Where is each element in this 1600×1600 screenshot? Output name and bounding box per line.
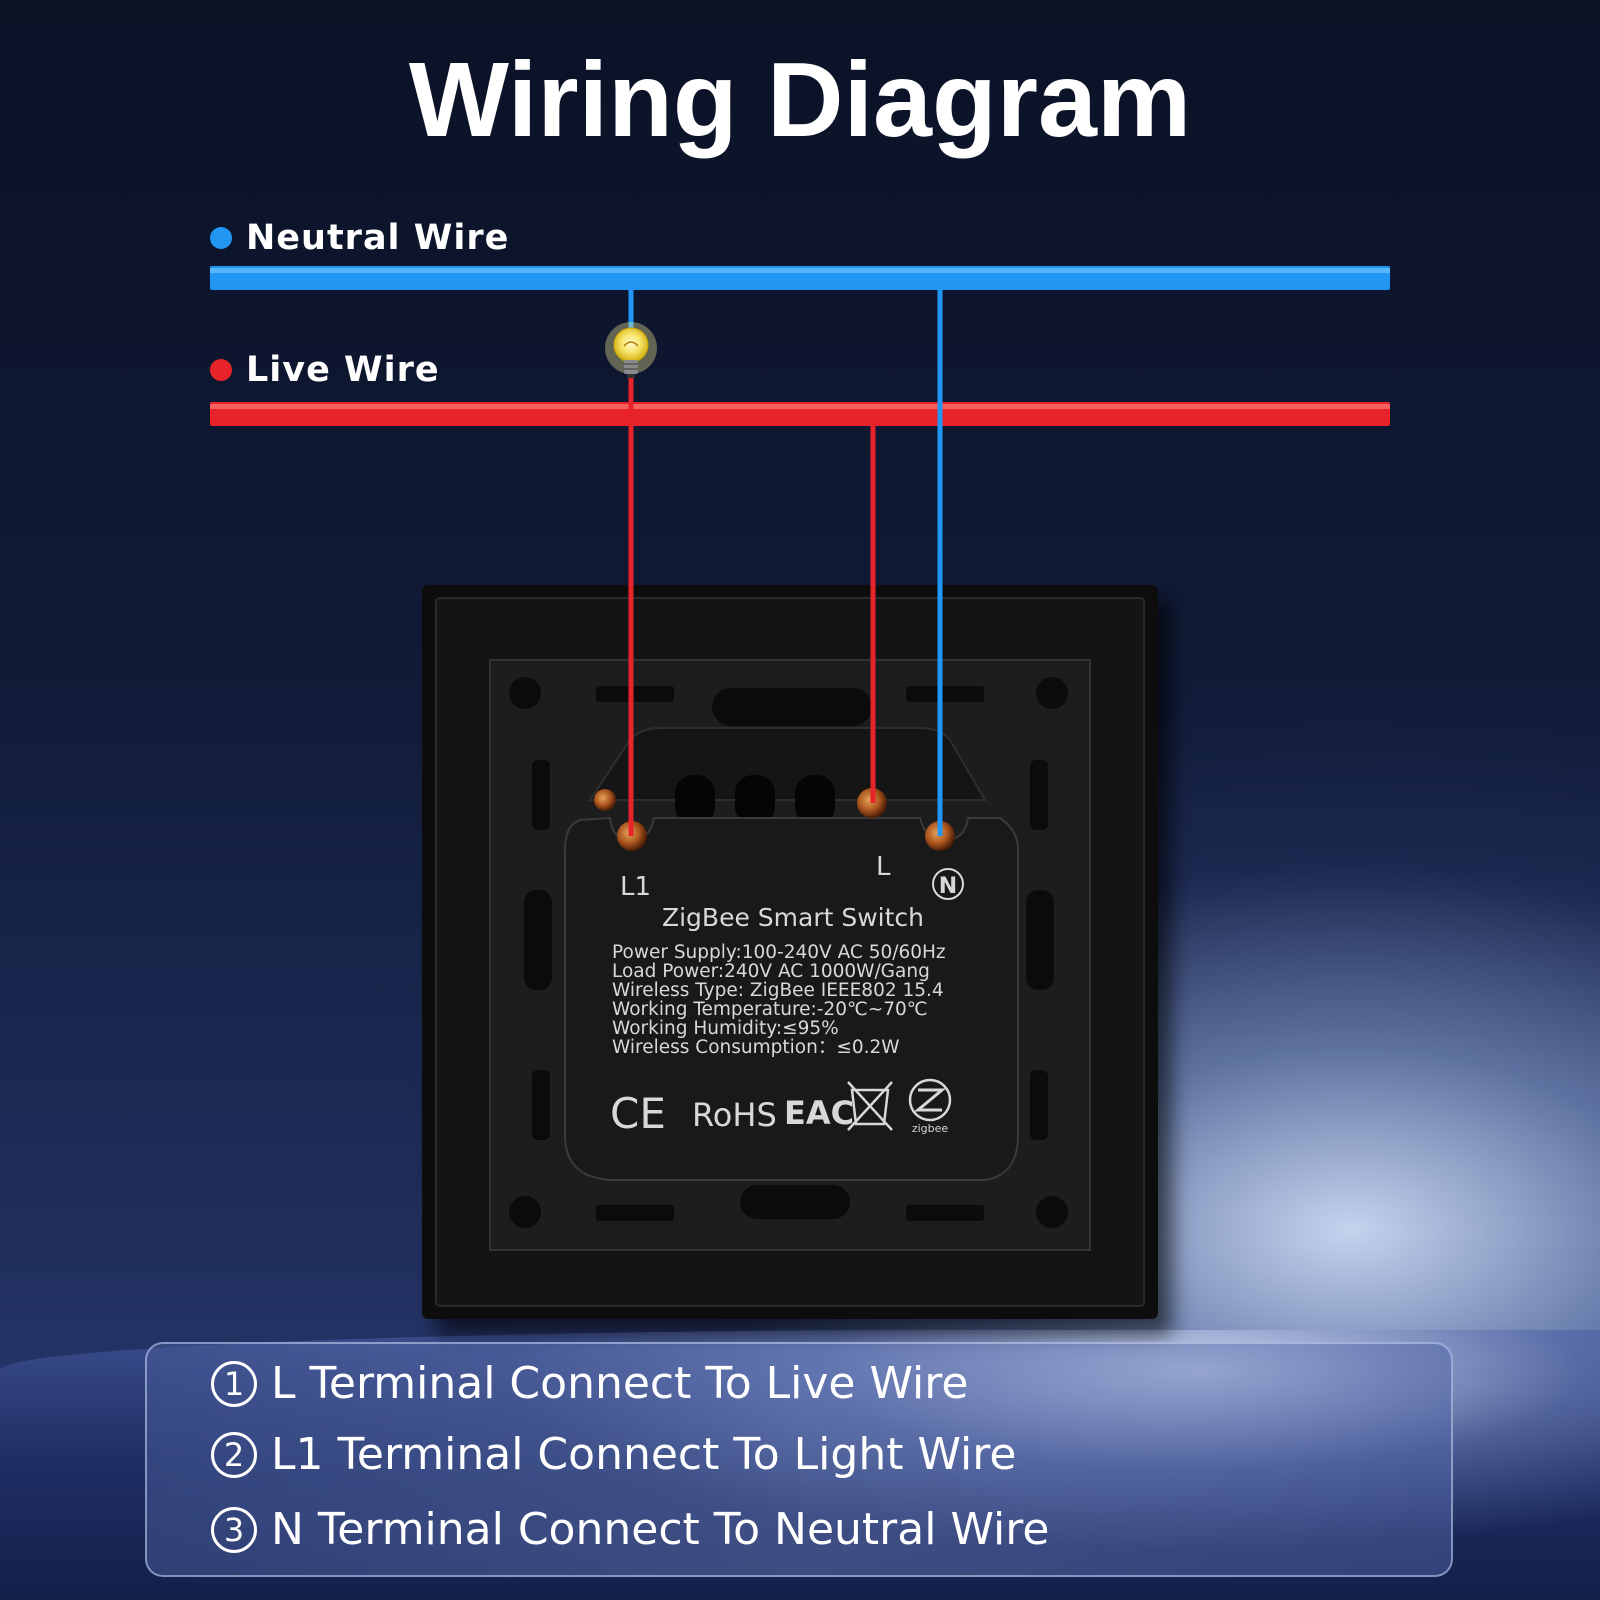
instruction-item: 1 L Terminal Connect To Live Wire [211, 1358, 968, 1409]
device-spec-line: Working Temperature:-20℃~70℃ [612, 999, 928, 1020]
zigbee-z-icon [913, 1088, 947, 1112]
light-bulb-icon [605, 322, 657, 378]
terminal-hole [735, 775, 775, 825]
zigbee-logo-icon [908, 1078, 952, 1122]
instructions-panel: 1 L Terminal Connect To Live Wire 2 L1 T… [145, 1342, 1453, 1577]
device-spec-line: Working Humidity:≤95% [612, 1018, 839, 1039]
live-dot-icon [210, 359, 232, 381]
instruction-text: N Terminal Connect To Neutral Wire [271, 1504, 1050, 1555]
eac-mark: EAC [784, 1094, 854, 1132]
page-title: Wiring Diagram [408, 41, 1192, 159]
bracket-slot [1030, 1070, 1048, 1140]
terminal-block [588, 727, 987, 801]
neutral-bus-bar-highlight [210, 268, 1390, 273]
bracket-slot [906, 1205, 984, 1221]
bracket-slot [740, 1185, 850, 1219]
instruction-item: 3 N Terminal Connect To Neutral Wire [211, 1504, 1049, 1555]
legend-live-label: Live Wire [246, 350, 440, 390]
device-model: ZigBee Smart Switch [662, 903, 924, 932]
weee-bin-icon [847, 1081, 893, 1131]
terminal-label-n: N [939, 874, 957, 899]
bracket-hole [1036, 1196, 1068, 1228]
bracket-slot [712, 688, 872, 726]
legend-neutral: Neutral Wire [210, 218, 509, 258]
instruction-number: 1 [211, 1360, 257, 1407]
bracket-slot [596, 686, 674, 702]
bracket-slot [532, 1070, 550, 1140]
bracket-slot [1030, 760, 1048, 830]
neutral-dot-icon [210, 227, 232, 249]
terminal-label-n-ring [932, 868, 964, 900]
bracket-slot [532, 760, 550, 830]
device-spec-line: Power Supply:100-240V AC 50/60Hz [612, 942, 946, 963]
legend-neutral-label: Neutral Wire [246, 218, 510, 258]
terminal-hole [675, 775, 715, 825]
terminal-hole [795, 775, 835, 825]
device-spec-line: Wireless Consumption：≤0.2W [612, 1037, 900, 1058]
instruction-number: 2 [211, 1431, 257, 1478]
instruction-item: 2 L1 Terminal Connect To Light Wire [211, 1429, 1016, 1480]
device-specs: Power Supply:100-240V AC 50/60Hz Load Po… [612, 942, 946, 1058]
instruction-number: 3 [211, 1506, 257, 1553]
terminal-screw [594, 789, 616, 811]
legend-live: Live Wire [210, 350, 440, 390]
ce-mark: CE [610, 1089, 666, 1138]
bracket-slot [524, 890, 552, 990]
bracket-slot [1026, 890, 1054, 990]
device-spec-line: Wireless Type: ZigBee IEEE802 15.4 [612, 980, 944, 1001]
bracket-slot [596, 1205, 674, 1221]
live-bus-bar-highlight [210, 404, 1390, 409]
device-spec-line: Load Power:240V AC 1000W/Gang [612, 961, 930, 982]
bracket-hole [509, 1196, 541, 1228]
instruction-text: L Terminal Connect To Live Wire [271, 1358, 969, 1409]
bracket-hole [1036, 677, 1068, 709]
bracket-slot [906, 686, 984, 702]
terminal-label-l: L [876, 852, 891, 882]
rohs-mark: RoHS [692, 1096, 777, 1134]
instruction-text: L1 Terminal Connect To Light Wire [271, 1429, 1017, 1480]
bracket-hole [509, 677, 541, 709]
terminal-label-l1: L1 [620, 872, 651, 902]
zigbee-mark: zigbee [912, 1122, 949, 1135]
